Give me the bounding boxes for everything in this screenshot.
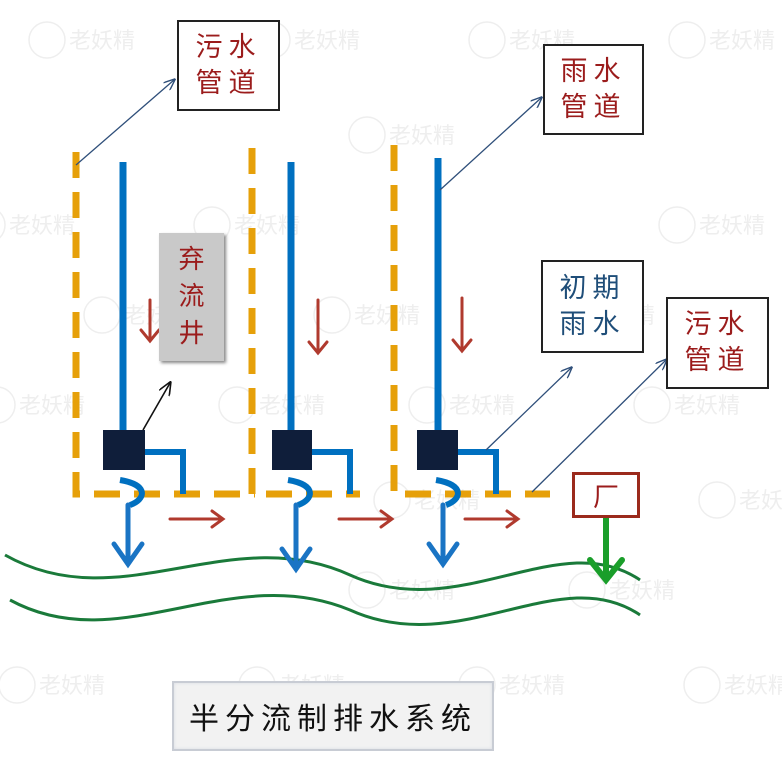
- watermark-circle: [0, 386, 16, 424]
- sewage-pipe-label: 污水 管道: [177, 20, 280, 111]
- sewage-pipe-right-line2: 管道: [684, 345, 751, 376]
- watermark-circle: [83, 296, 121, 334]
- river-wave-upper: [4, 553, 641, 591]
- watermark-circle: [313, 296, 351, 334]
- diagram-title-text: 半分流制排水系统: [189, 702, 477, 737]
- watermark-text: 老妖精: [699, 214, 765, 239]
- watermark-circle: [698, 481, 736, 519]
- initial-rain-label-line2: 雨水: [559, 308, 626, 340]
- rain-pipe-label-line2: 管道: [560, 91, 627, 123]
- watermark-text: 老妖精: [354, 304, 420, 329]
- watermark-circle: [683, 666, 721, 704]
- sewage-pipe-right-line1: 污水: [684, 309, 751, 340]
- diagram-title: 半分流制排水系统: [172, 681, 494, 751]
- watermark-circle: [668, 21, 706, 59]
- watermark-text: 老妖精: [389, 124, 455, 149]
- watermark-circle: [658, 206, 696, 244]
- treatment-plant-label: 厂: [592, 482, 619, 513]
- watermark-circle: [408, 386, 446, 424]
- rain-pipe-label: 雨水 管道: [543, 44, 644, 135]
- watermark-text: 老妖精: [739, 489, 782, 514]
- watermark-circle: [28, 21, 66, 59]
- rain-pipe-label-line1: 雨水: [560, 55, 627, 87]
- diversion-well-char2: 流: [178, 281, 205, 312]
- discharge-arrows: [111, 502, 460, 574]
- plant-outflow-arrow: [587, 515, 625, 585]
- watermark-circle: [568, 571, 606, 609]
- watermark-text: 老妖精: [294, 29, 360, 54]
- watermark-circle: [348, 571, 386, 609]
- watermark-circle: [348, 116, 386, 154]
- rain-pipe-lines: [119, 158, 442, 432]
- diversion-well-label: 弃 流 井: [159, 233, 224, 361]
- watermark-circle: [633, 386, 671, 424]
- diversion-well-char1: 弃: [178, 244, 205, 275]
- diversion-well-char3: 井: [178, 318, 205, 349]
- watermark-text: 老妖精: [674, 394, 740, 419]
- flow-arrows-right: [168, 509, 521, 529]
- watermark-text: 老妖精: [709, 29, 775, 54]
- callout-lines: [75, 80, 666, 493]
- watermark-text: 老妖精: [609, 579, 675, 604]
- watermark-text: 老妖精: [449, 394, 515, 419]
- sewage-pipe-label-right: 污水 管道: [666, 297, 769, 389]
- sewage-pipe-label-line1: 污水: [195, 31, 262, 63]
- overflow-pipe: [119, 449, 499, 508]
- watermark-text: 老妖精: [69, 29, 135, 54]
- watermark-text: 老妖精: [499, 674, 565, 699]
- watermark-text: 老妖精: [39, 674, 105, 699]
- initial-rain-label-line1: 初期: [559, 272, 626, 304]
- river-wave-lower: [9, 594, 641, 626]
- watermark-circle: [0, 666, 36, 704]
- watermark-text: 老妖精: [389, 579, 455, 604]
- sewage-pipe-label-line2: 管道: [195, 67, 262, 99]
- treatment-plant: 厂: [572, 472, 640, 518]
- watermark-circle: [468, 21, 506, 59]
- well-pointer-line: [142, 383, 170, 431]
- watermark-text: 老妖精: [724, 674, 782, 699]
- watermark-circle: [0, 211, 6, 239]
- flow-arrows-down: [139, 296, 473, 356]
- initial-rain-label: 初期 雨水: [541, 260, 644, 353]
- diversion-block: [103, 430, 458, 470]
- watermark-text: 老妖精: [9, 214, 75, 239]
